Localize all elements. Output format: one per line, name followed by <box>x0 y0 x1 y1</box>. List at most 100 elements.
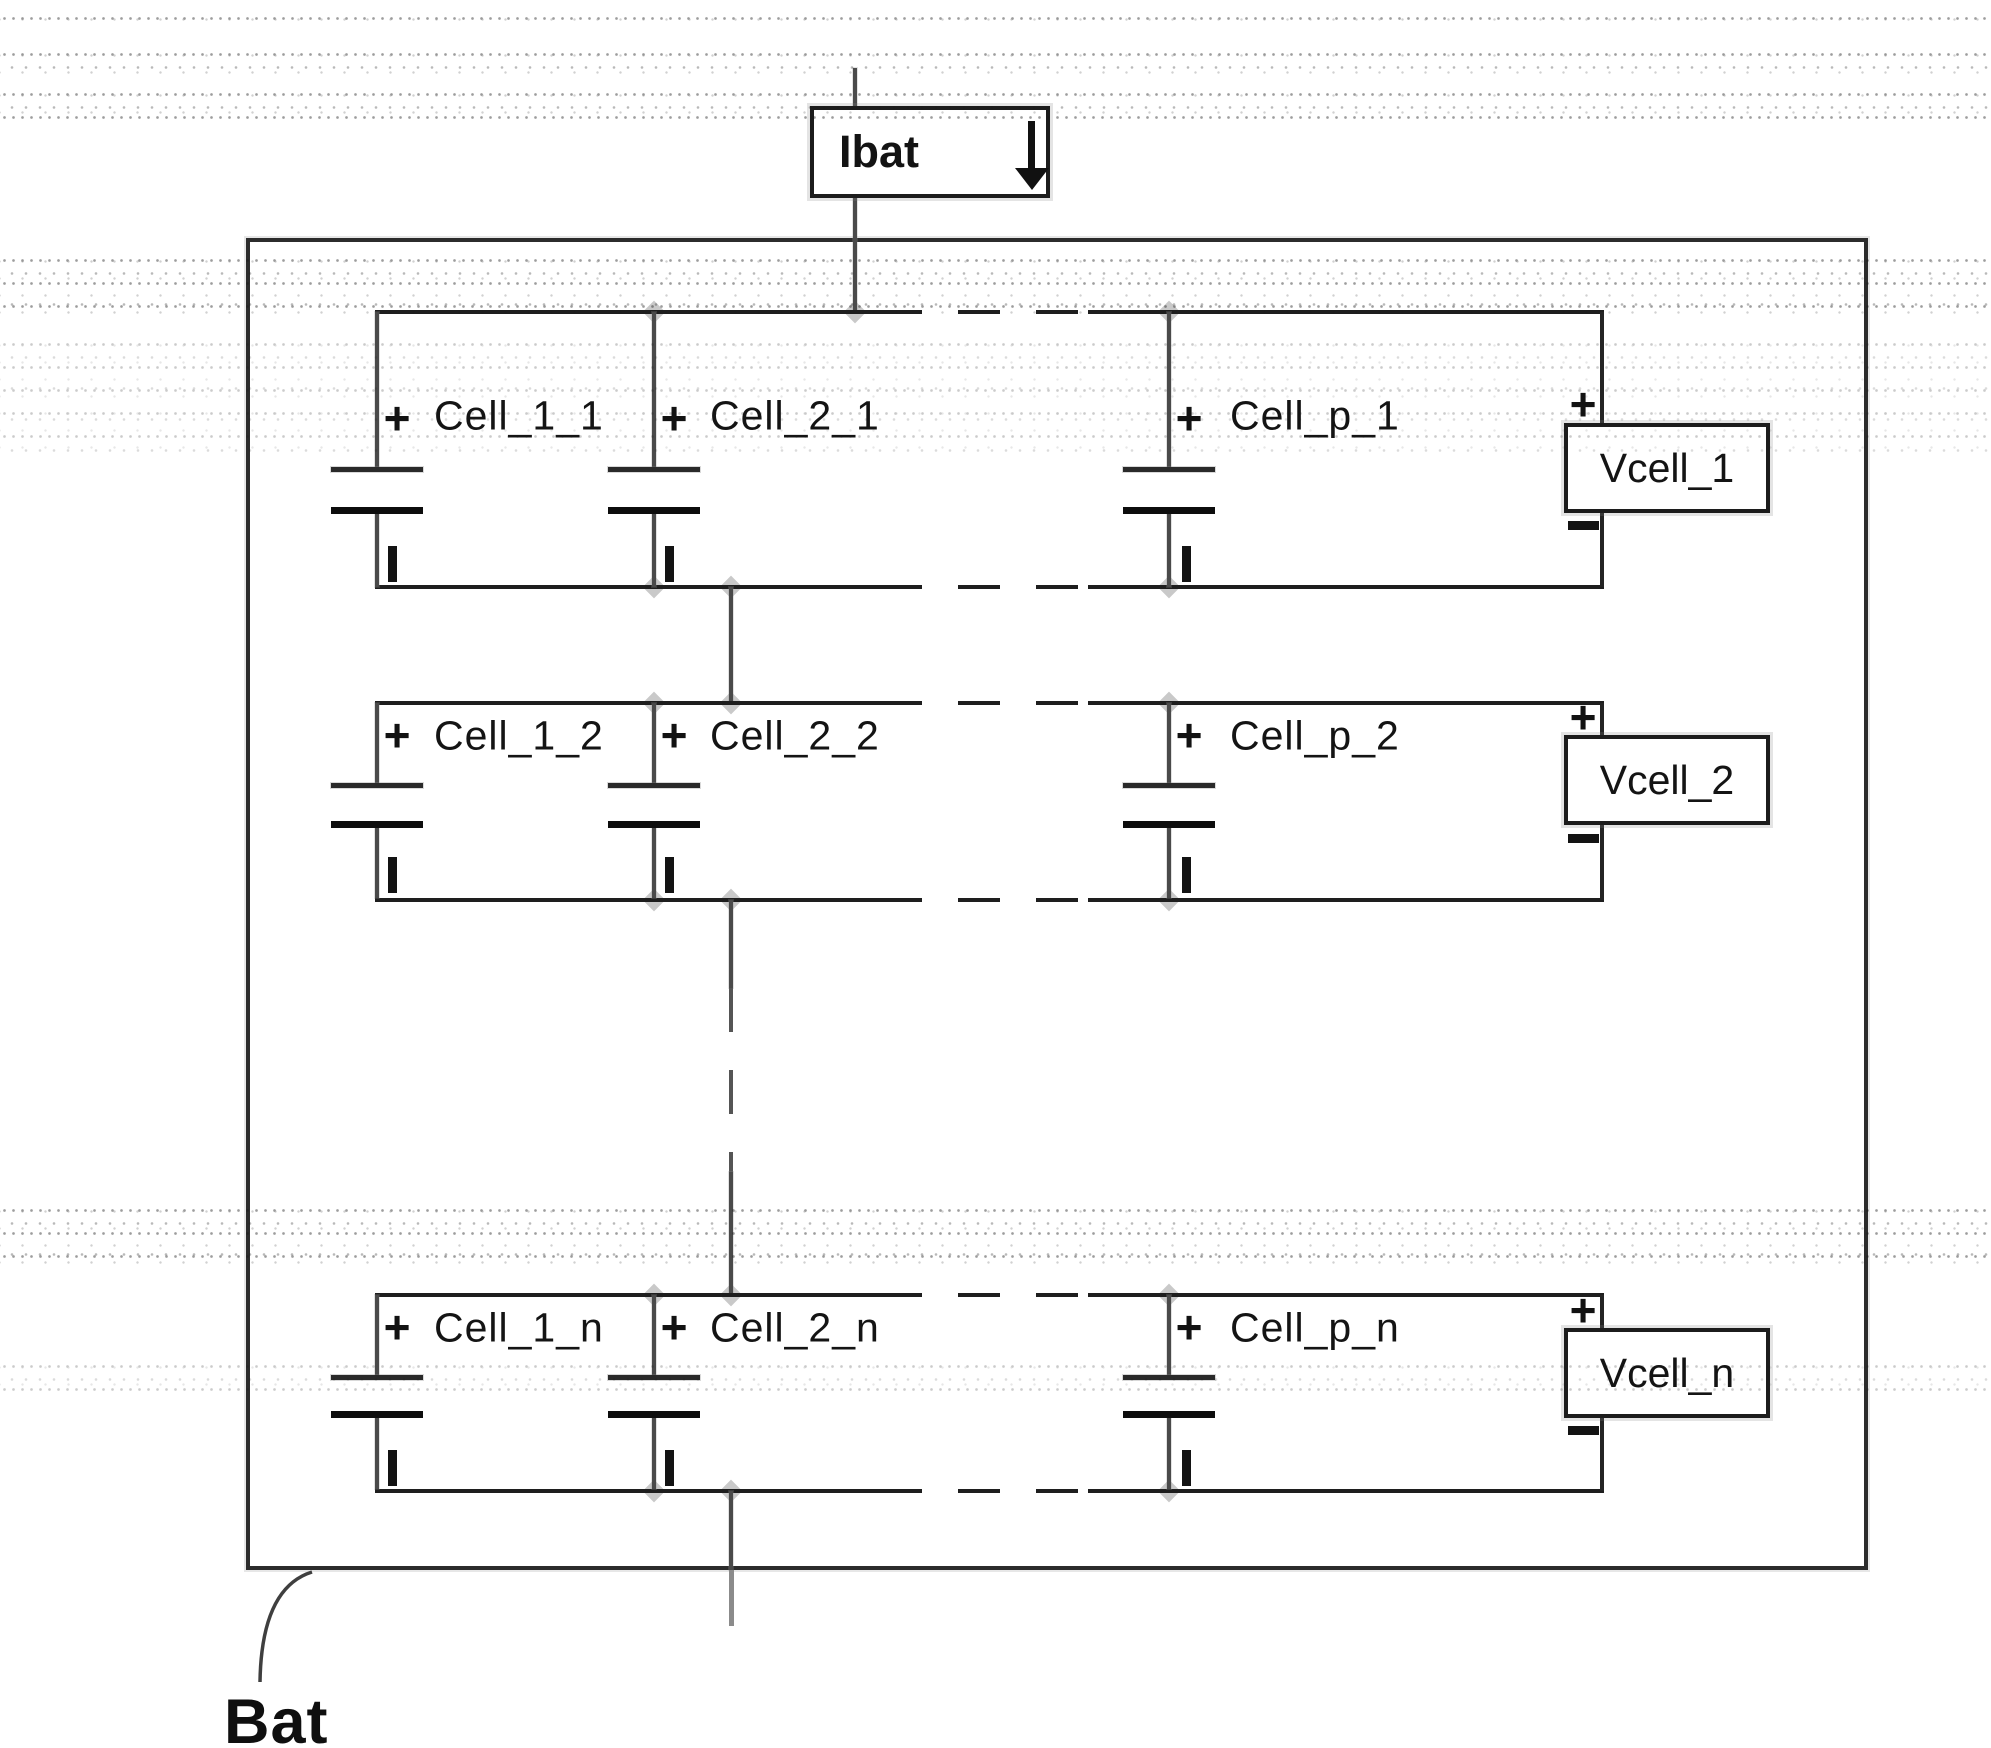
wire <box>375 828 379 898</box>
cell-label: Cell_2_2 <box>710 712 880 759</box>
wire <box>1167 703 1171 783</box>
cell-label: Cell_1_1 <box>434 392 604 439</box>
negative-polarity-mark <box>388 1450 397 1486</box>
parallel-bus-bottom <box>1088 1489 1604 1493</box>
battery-negative-terminal-wire <box>729 1570 734 1626</box>
negative-polarity-mark <box>388 857 397 893</box>
capacitor-plate-bottom <box>1123 1411 1215 1418</box>
wire <box>1600 825 1604 900</box>
cell-label: Cell_p_2 <box>1230 712 1400 759</box>
capacitor-plate-top <box>1123 783 1215 788</box>
parallel-bus-top <box>1088 1293 1604 1297</box>
capacitor-plate-top <box>331 783 423 788</box>
wire <box>652 514 656 587</box>
parallel-bus-bottom-dashed <box>880 1489 1088 1493</box>
wire <box>652 1418 656 1489</box>
parallel-bus-top <box>375 701 880 705</box>
ibat-label: Ibat <box>839 126 920 177</box>
capacitor-plate-bottom <box>1123 821 1215 828</box>
vcell-label: Vcell_1 <box>1599 444 1735 491</box>
plus-polarity-mark: + <box>383 392 411 445</box>
wire <box>375 312 379 467</box>
capacitor-plate-top <box>331 1375 423 1380</box>
parallel-bus-top-dashed <box>880 310 1088 314</box>
wire <box>375 1418 379 1489</box>
series-connection-wire <box>729 587 733 703</box>
wire <box>652 312 656 467</box>
wire <box>375 1295 379 1375</box>
cell-label: Cell_p_1 <box>1230 392 1400 439</box>
parallel-bus-bottom <box>375 898 880 902</box>
vcell-minus-mark <box>1568 521 1599 530</box>
wire <box>1600 513 1604 587</box>
capacitor-plate-top <box>608 1375 700 1380</box>
vcell-minus-mark <box>1568 1426 1599 1435</box>
cell-label: Cell_2_1 <box>710 392 880 439</box>
parallel-bus-bottom <box>1088 585 1604 589</box>
capacitor-plate-top <box>331 467 423 472</box>
wire <box>1167 828 1171 898</box>
negative-polarity-mark <box>1182 1450 1191 1486</box>
negative-polarity-mark <box>665 1450 674 1486</box>
capacitor-plate-top <box>1123 467 1215 472</box>
battery-negative-terminal-wire <box>729 1491 733 1570</box>
ibat-current-box: Ibat <box>810 106 1050 198</box>
capacitor-plate-bottom <box>1123 507 1215 514</box>
battery-outline-box <box>246 238 1868 1570</box>
capacitor-plate-bottom <box>608 1411 700 1418</box>
wire <box>1167 1418 1171 1489</box>
scan-noise-band <box>0 4 1991 28</box>
battery-name-label: Bat <box>224 1687 329 1748</box>
vcell-voltage-box: Vcell_2 <box>1564 735 1770 825</box>
wire <box>1600 312 1604 423</box>
capacitor-plate-bottom <box>331 1411 423 1418</box>
vcell-voltage-box: Vcell_1 <box>1564 423 1770 513</box>
wire <box>1600 1295 1604 1328</box>
plus-polarity-mark: + <box>660 1301 688 1354</box>
bat-leader-line <box>258 1570 313 1683</box>
plus-polarity-mark: + <box>383 1301 411 1354</box>
battery-positive-terminal-wire <box>853 68 857 106</box>
plus-polarity-mark: + <box>1175 709 1203 762</box>
vcell-plus-mark: + <box>1569 378 1597 431</box>
capacitor-plate-top <box>608 783 700 788</box>
capacitor-plate-bottom <box>331 507 423 514</box>
wire <box>1167 514 1171 587</box>
parallel-bus-bottom <box>375 1489 880 1493</box>
negative-polarity-mark <box>665 546 674 582</box>
vcell-minus-mark <box>1568 834 1599 843</box>
negative-polarity-mark <box>1182 546 1191 582</box>
plus-polarity-mark: + <box>383 709 411 762</box>
plus-polarity-mark: + <box>660 392 688 445</box>
series-connection-wire-dashed <box>729 988 733 1172</box>
capacitor-plate-bottom <box>331 821 423 828</box>
wire <box>1167 1295 1171 1375</box>
vcell-plus-mark: + <box>1569 1284 1597 1337</box>
capacitor-plate-bottom <box>608 507 700 514</box>
wire <box>853 198 857 312</box>
parallel-bus-bottom <box>375 585 880 589</box>
down-arrow-icon <box>1015 168 1049 190</box>
parallel-bus-bottom-dashed <box>880 585 1088 589</box>
wire <box>652 1295 656 1375</box>
wire <box>1167 312 1171 467</box>
wire <box>375 514 379 587</box>
current-direction-arrow <box>1028 121 1035 168</box>
negative-polarity-mark <box>665 857 674 893</box>
wire <box>652 703 656 783</box>
negative-polarity-mark <box>1182 857 1191 893</box>
vcell-voltage-box: Vcell_n <box>1564 1328 1770 1418</box>
wire <box>1600 1418 1604 1491</box>
negative-polarity-mark <box>388 546 397 582</box>
parallel-bus-top <box>375 1293 880 1297</box>
parallel-bus-top-dashed <box>880 1293 1088 1297</box>
parallel-bus-top-dashed <box>880 701 1088 705</box>
vcell-label: Vcell_n <box>1599 1349 1735 1396</box>
series-connection-wire <box>729 900 733 988</box>
parallel-bus-top <box>375 310 880 314</box>
wire <box>375 703 379 783</box>
plus-polarity-mark: + <box>1175 392 1203 445</box>
cell-label: Cell_1_n <box>434 1304 604 1351</box>
vcell-label: Vcell_2 <box>1599 756 1735 803</box>
cell-label: Cell_2_n <box>710 1304 880 1351</box>
